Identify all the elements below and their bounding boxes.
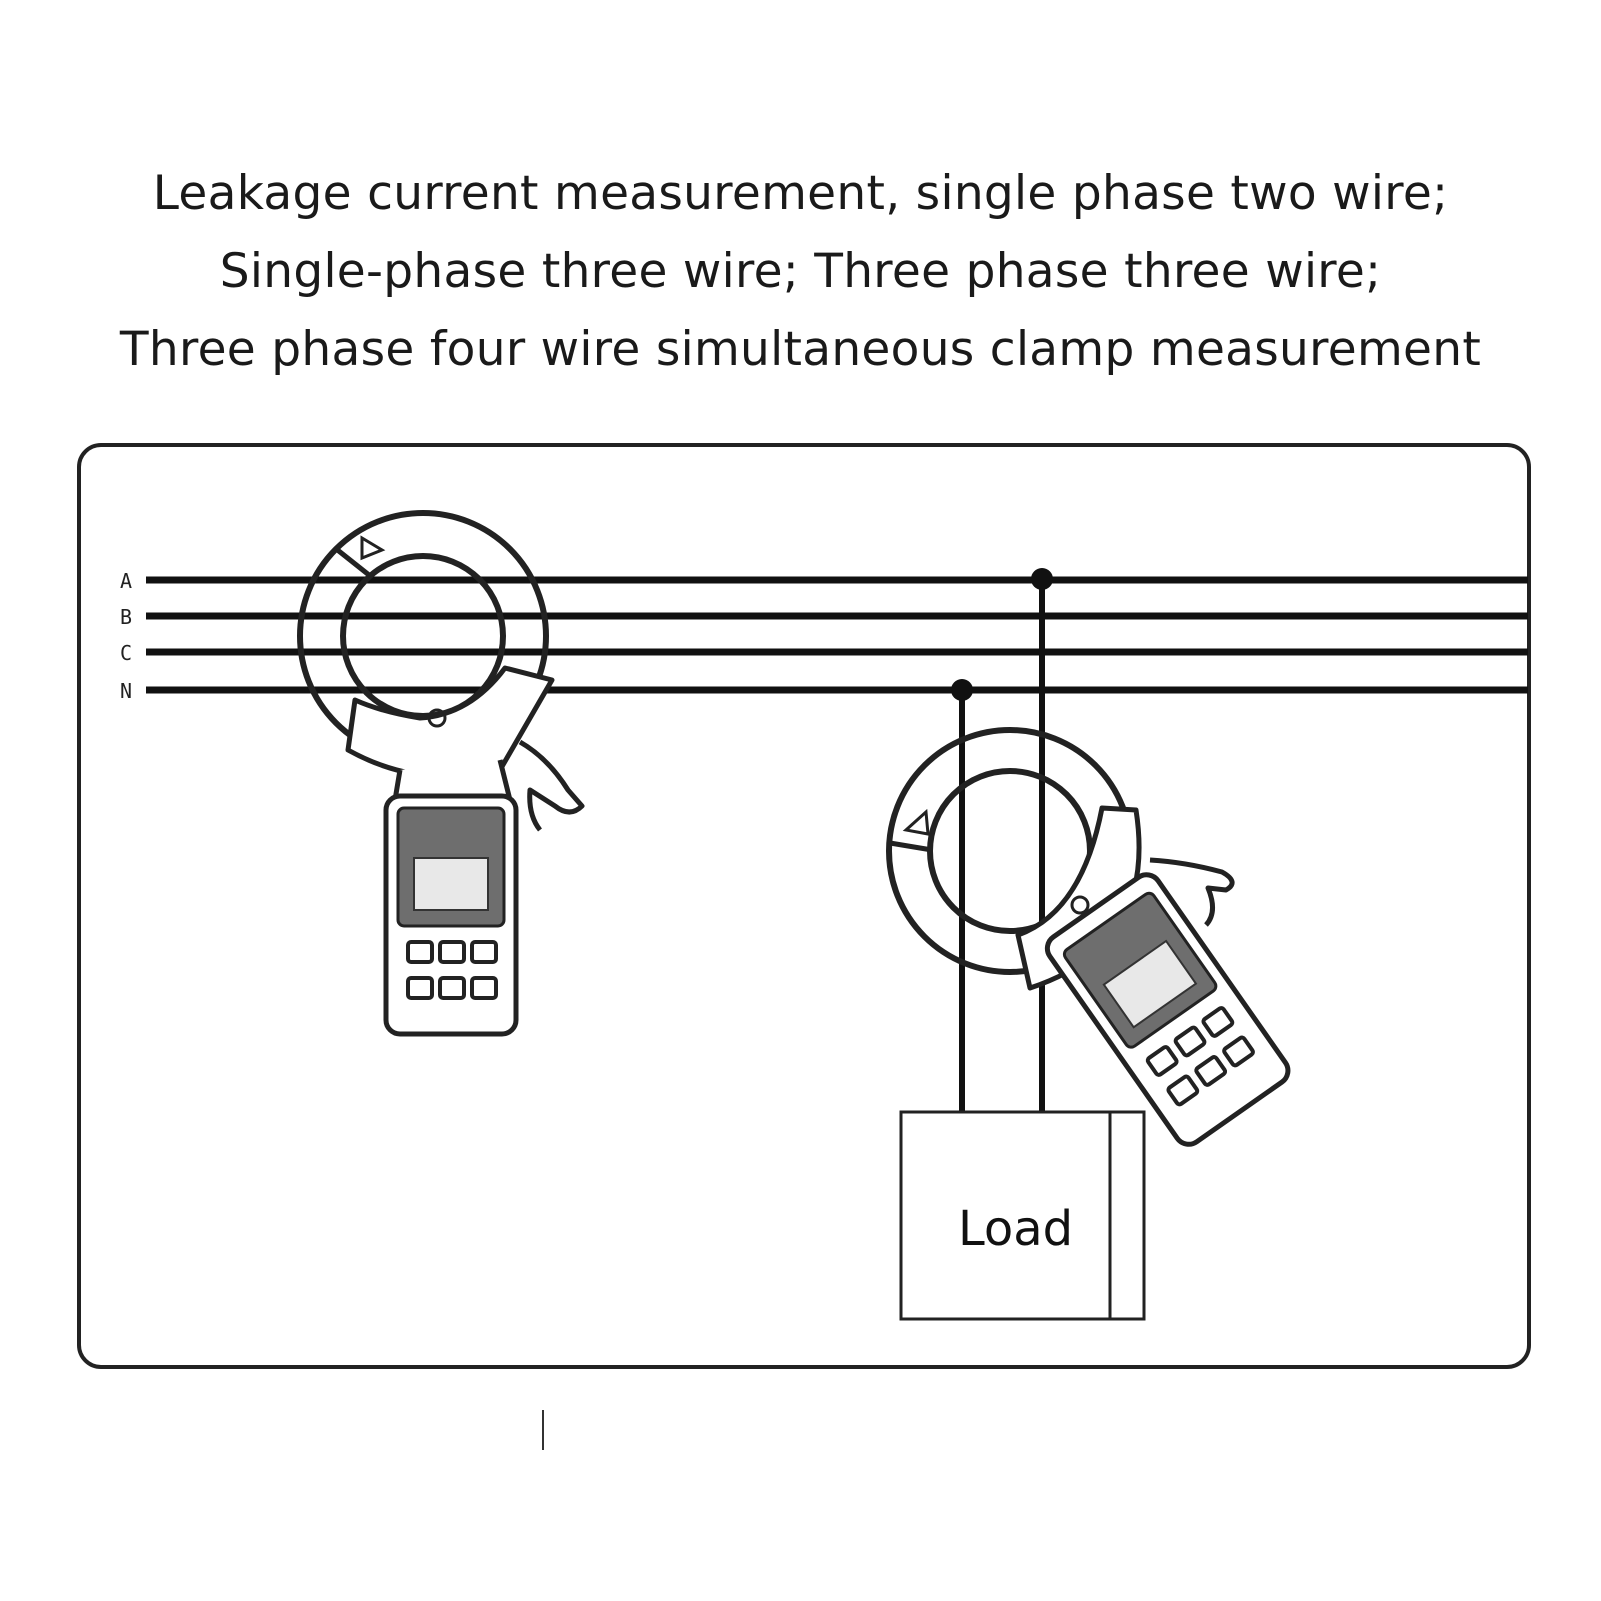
- caption-line-2: Single-phase three wire; Three phase thr…: [219, 244, 1382, 299]
- caption: Leakage current measurement, single phas…: [0, 155, 1601, 389]
- bus-label-c: C: [120, 641, 132, 665]
- clamp-trigger: [1149, 857, 1235, 927]
- bus-lines: [146, 576, 1528, 694]
- clamp-lower-jaw: [345, 665, 555, 780]
- bus-label-a: A: [120, 569, 132, 593]
- bus-label-b: B: [120, 605, 132, 629]
- meter-keypad: [1145, 1006, 1255, 1107]
- load-label: Load: [958, 1201, 1073, 1257]
- diagram-frame: [77, 443, 1531, 1369]
- caption-line-1: Leakage current measurement, single phas…: [152, 166, 1449, 221]
- meter-tilted: [1044, 872, 1291, 1147]
- meter-display: [1102, 939, 1198, 1029]
- clamp-arrow-icon: [360, 535, 386, 561]
- stray-tick-mark: [542, 1410, 544, 1450]
- clamp-jaw-split: [889, 840, 933, 853]
- clamp-meter-load: [886, 727, 1291, 1147]
- caption-line-3: Three phase four wire simultaneous clamp…: [119, 322, 1482, 377]
- meter-keypad: [406, 940, 498, 1000]
- load-box: Load: [899, 1110, 1146, 1321]
- clamp-jaw-split: [333, 546, 371, 577]
- clamp-arrow-icon: [902, 808, 930, 836]
- clamp-pivot: [427, 708, 447, 728]
- clamp-meter-bus: [297, 510, 585, 1037]
- meter-display: [413, 857, 489, 911]
- clamp-trigger: [518, 739, 585, 832]
- bus-label-n: N: [120, 679, 132, 703]
- clamp-pivot: [1070, 895, 1090, 915]
